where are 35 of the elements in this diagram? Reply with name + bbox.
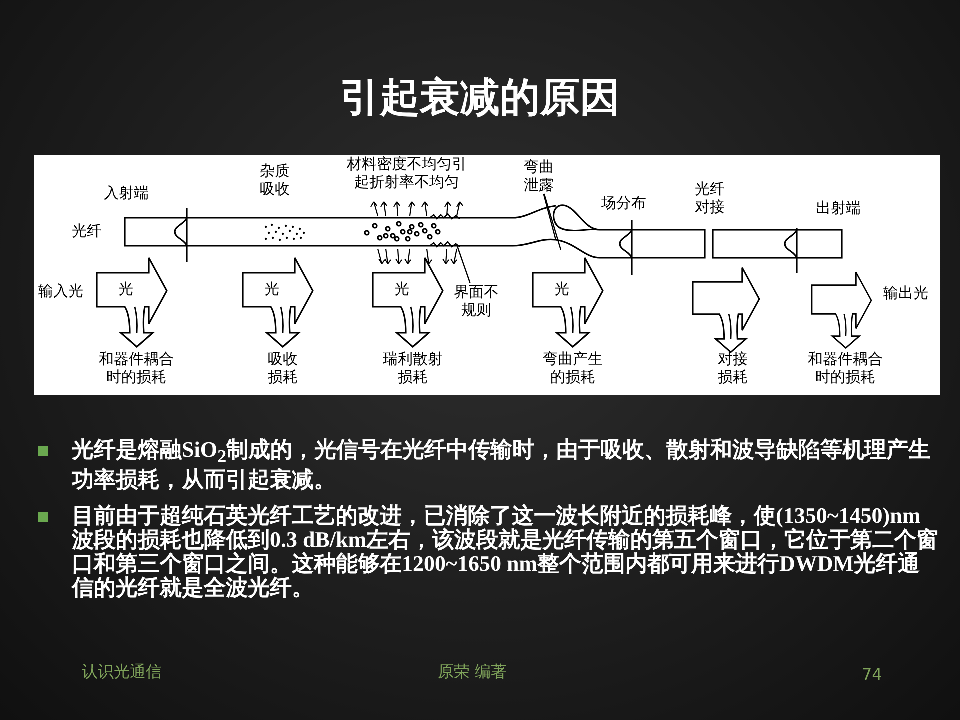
leader-line <box>456 244 471 284</box>
loss-caption: 瑞利散射损耗 <box>382 350 444 386</box>
loss-caption: 对接损耗 <box>717 350 749 386</box>
figure-label: 场分布 <box>600 194 648 212</box>
figure-label: 材料密度不均匀引起折射率不均匀 <box>346 155 468 191</box>
figure-label: 出射端 <box>815 199 862 217</box>
callout-text: 界面不规则 <box>452 283 501 319</box>
bent-arrow-shape <box>97 255 169 350</box>
loss-caption: 吸收损耗 <box>267 350 299 386</box>
figure-label: 光纤对接 <box>694 180 726 216</box>
bent-arrow-shape <box>812 270 874 351</box>
figure-label: 入射端 <box>103 184 150 202</box>
figure-label: 杂质吸收 <box>259 162 291 198</box>
loss-caption: 输出光 <box>882 284 930 302</box>
footer-text: 原荣 编著 <box>438 662 508 683</box>
bullet-text: 目前由于超纯石英光纤工艺的改进，已消除了这一波长附近的损耗峰，使(1350~1450)nm波段的损耗也降低到0.3 dB/km左右，该波段就是光纤传输的第五个窗口，它位于第二个窗口和第三个窗口之间。这种能够在1200~1650 nm整个范围内都可用来进行DWDM光纤通信的光纤就是全波光纤。 <box>72 504 940 600</box>
arrow-label: 光 <box>394 280 410 298</box>
bullet-text: 光纤是熔融SiO$_{2}$制成的，光信号在光纤中传输时，由于吸收、散射和波导缺陷等机理产生功率损耗，从而引起衰减。 <box>72 438 932 492</box>
footer-text: 认识光通信 <box>82 662 163 683</box>
loss-caption: 和器件耦合时的损耗 <box>98 350 175 386</box>
arrow-label: 光 <box>554 280 570 298</box>
loss-caption: 弯曲产生的损耗 <box>542 350 604 386</box>
slide-title: 引起衰减的原因 <box>339 74 621 123</box>
leader-line <box>543 194 557 240</box>
leader-line <box>544 194 562 250</box>
arrow-label: 光 <box>264 280 280 298</box>
arrow-label: 光 <box>118 280 134 298</box>
callout-text: 弯曲泄露 <box>522 158 556 194</box>
figure-label: 光纤 <box>71 222 103 240</box>
page-number: 74 <box>862 665 884 684</box>
loss-caption: 和器件耦合时的损耗 <box>807 350 884 386</box>
bent-arrow-shape <box>373 255 445 350</box>
loss-caption: 输入光 <box>38 282 84 300</box>
bent-arrow-shape <box>243 255 315 350</box>
bent-arrow-shape <box>533 255 605 350</box>
